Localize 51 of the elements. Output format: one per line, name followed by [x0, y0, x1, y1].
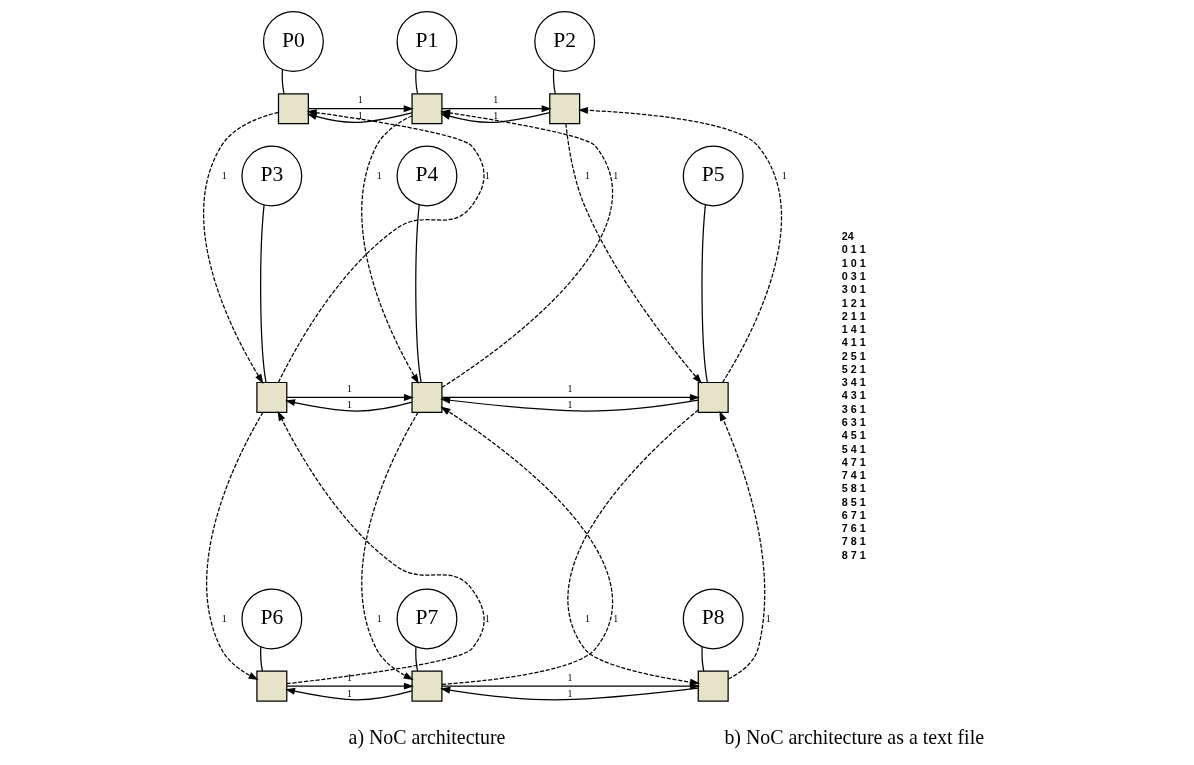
- label: 1 2 1: [841, 296, 866, 309]
- edge-label: 1: [376, 169, 382, 181]
- label: 1 4 1: [841, 323, 866, 336]
- label: 3 6 1: [841, 402, 866, 415]
- label: a) NoC architecture: [348, 725, 506, 748]
- edge-label: 1: [376, 612, 382, 624]
- label: 6 7 1: [841, 508, 866, 521]
- edge-label: 1: [346, 687, 352, 699]
- label: 4 3 1: [841, 389, 866, 402]
- edge-label: 1: [484, 169, 490, 181]
- label: 2 5 1: [841, 349, 866, 362]
- edge-label: 1: [484, 612, 490, 624]
- label: 0 3 1: [841, 269, 866, 282]
- edge-label: 1: [493, 110, 499, 122]
- label: 5 4 1: [841, 442, 866, 455]
- edge-label: 1: [585, 169, 590, 181]
- edge-label: 1: [781, 169, 787, 181]
- label: 4 1 1: [841, 336, 866, 349]
- edge-label: 1: [765, 612, 771, 624]
- label: 7 4 1: [841, 469, 866, 482]
- edge-label: 1: [567, 383, 573, 395]
- edge-label: 1: [357, 94, 363, 106]
- edge-label: 1: [346, 671, 352, 683]
- edge-label: 1: [346, 398, 352, 410]
- label: 3 0 1: [841, 283, 866, 296]
- edge-label: 1: [221, 169, 227, 181]
- label: 1 0 1: [841, 256, 866, 269]
- label: 8 7 1: [841, 548, 866, 561]
- label: 4 5 1: [841, 429, 866, 442]
- label: 6 3 1: [841, 415, 866, 428]
- label: b) NoC architecture as a text file: [724, 725, 984, 748]
- edge-label: 1: [585, 612, 590, 624]
- label: 7 8 1: [841, 535, 866, 548]
- edge-label: 1: [567, 687, 573, 699]
- label: 3 4 1: [841, 376, 866, 389]
- edge-label: 1: [567, 671, 573, 683]
- edge-label: 1: [221, 612, 227, 624]
- label: 5 2 1: [841, 362, 866, 375]
- edge-label: 1: [567, 398, 573, 410]
- edge-label: 1: [357, 110, 363, 122]
- edge-label: 1: [613, 169, 619, 181]
- edge-label: 1: [346, 383, 352, 395]
- label: 8 5 1: [841, 495, 866, 508]
- label: 7 6 1: [841, 522, 866, 535]
- label: 0 1 1: [841, 243, 866, 256]
- label: 2 1 1: [841, 309, 866, 322]
- edge-label: 1: [613, 612, 619, 624]
- edge-label: 1: [493, 94, 499, 106]
- label: 24: [841, 230, 854, 243]
- label: 5 8 1: [841, 482, 866, 495]
- label: 4 7 1: [841, 455, 866, 468]
